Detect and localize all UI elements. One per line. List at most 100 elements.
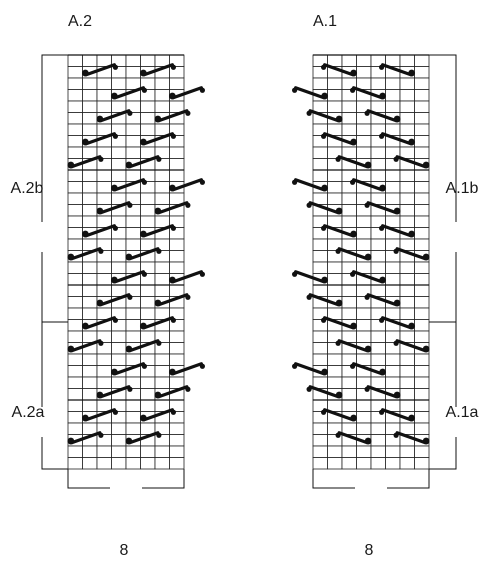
grid-cell [82,123,98,136]
grid-cell [356,238,372,251]
stitch-count-label: 8 [120,542,129,559]
grid-cell [399,181,415,194]
grid-cell [111,434,127,447]
grid-cell [125,422,141,435]
bracket-lower-end [41,437,68,470]
grid-cell [327,181,343,194]
grid-cell [140,422,156,435]
grid-cell [169,284,185,297]
grid-cell [67,192,83,205]
chart-title: A.2 [68,13,92,30]
grid-cell [356,307,372,320]
grid-cell [385,399,401,412]
grid-cell [414,135,430,148]
grid-cell [385,445,401,458]
grid-cell [385,215,401,228]
grid-cell [140,376,156,389]
grid-cell [67,353,83,366]
grid-cell [414,192,430,205]
grid-cell [169,330,185,343]
grid-cell [414,284,430,297]
grid-cell [385,100,401,113]
bracket-upper-end [429,252,457,323]
grid-cell [140,204,156,217]
grid-cell [312,158,328,171]
grid-cell [82,238,98,251]
grid-cell [385,376,401,389]
grid-cell [154,192,170,205]
stitch-symbol [67,339,104,353]
section-label-lower: A.2a [12,404,45,421]
grid-cell [125,77,141,90]
grid-cell [327,307,343,320]
grid-cell [341,54,357,67]
grid-cell [111,445,127,458]
grid-cell [67,296,83,309]
grid-cell [414,353,430,366]
grid-cell [96,123,112,136]
stitch-symbol [96,201,133,215]
stitch-symbol [67,247,104,261]
grid-cell [96,307,112,320]
grid-cell [341,307,357,320]
grid-cell [140,54,156,67]
grid-cell [96,457,112,470]
grid-cell [111,261,127,274]
grid-cell [414,112,430,125]
grid-cell [96,89,112,102]
grid-cell [341,215,357,228]
chart-symbols [292,63,430,445]
stitch-symbol [393,339,430,353]
grid-cell [82,296,98,309]
stitch-symbol [364,109,401,123]
grid-cell [96,192,112,205]
grid-cell [356,422,372,435]
grid-cell [154,399,170,412]
grid-cell [82,330,98,343]
grid-cell [341,388,357,401]
stitch-symbol [350,270,387,284]
grid-cell [154,100,170,113]
grid-cell [399,112,415,125]
grid-cell [399,100,415,113]
grid-cell [356,77,372,90]
grid-cell [327,89,343,102]
grid-cell [67,66,83,79]
grid-cell [312,169,328,182]
grid-cell [341,146,357,159]
stitch-symbol [379,63,416,77]
stitch-symbol [350,86,387,100]
grid-cell [125,445,141,458]
bracket-upper-end [41,252,68,323]
grid-cell [399,192,415,205]
grid-cell [356,411,372,424]
grid-cell [154,77,170,90]
grid-cell [356,330,372,343]
stitch-symbol [81,132,118,146]
grid-cell [140,238,156,251]
stitch-symbol [393,155,430,169]
grid-cell [370,434,386,447]
grid-cell [399,353,415,366]
grid-cell [385,192,401,205]
grid-cell [385,457,401,470]
stitch-symbol [292,270,329,284]
grid-cell [399,284,415,297]
stitch-symbol [110,270,147,284]
grid-cell [96,376,112,389]
grid-cell [82,204,98,217]
section-label-upper: A.2b [11,180,44,197]
stitch-symbol [350,178,387,192]
grid-cell [169,100,185,113]
grid-cell [356,215,372,228]
grid-cell [169,238,185,251]
grid-cell [67,100,83,113]
grid-cell [312,146,328,159]
grid-cell [169,457,185,470]
grid-cell [341,399,357,412]
grid-cell [154,169,170,182]
grid-cell [67,261,83,274]
grid-cell [341,100,357,113]
bracket-upper [41,54,68,223]
